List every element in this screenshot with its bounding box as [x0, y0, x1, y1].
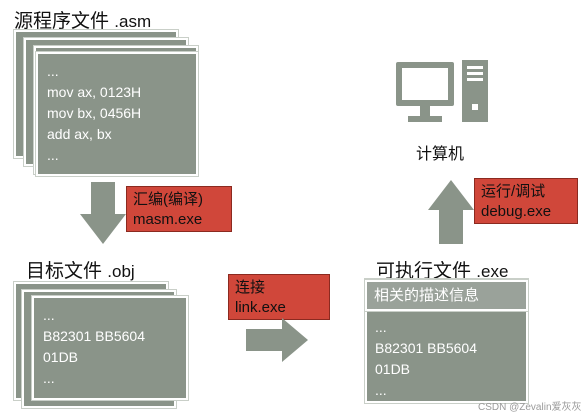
link-step-label: 连接 link.exe	[228, 274, 330, 320]
source-code-line: add ax, bx	[47, 126, 112, 142]
link-tool-name: link.exe	[235, 299, 286, 316]
source-code-line: ...	[47, 147, 59, 163]
run-step-label: 运行/调试 debug.exe	[474, 178, 578, 224]
object-code-line: ...	[43, 370, 55, 386]
source-code-line: mov bx, 0456H	[47, 105, 142, 121]
source-file-ext: .asm	[114, 12, 152, 31]
link-arrow-icon	[246, 318, 308, 362]
assemble-arrow-icon	[80, 182, 126, 244]
source-file-title-text: 源程序文件	[14, 11, 110, 32]
object-file-title: 目标文件 .obj	[26, 256, 135, 283]
source-code-line: mov ax, 0123H	[47, 84, 142, 100]
source-code-line: ...	[47, 63, 59, 79]
run-step-name: 运行/调试	[481, 183, 546, 200]
assemble-tool-name: masm.exe	[133, 211, 203, 228]
source-file-title: 源程序文件 .asm	[14, 6, 151, 33]
assemble-step-name: 汇编(编译)	[133, 191, 203, 208]
executable-file-title: 可执行文件 .exe	[376, 256, 508, 283]
executable-code-line: ...	[375, 319, 387, 335]
object-file-ext: .obj	[107, 262, 135, 281]
source-code-sheet: ... mov ax, 0123H mov bx, 0456H add ax, …	[36, 52, 198, 176]
executable-code-line: 01DB	[375, 361, 411, 377]
object-code-line: B82301 BB5604	[43, 328, 145, 344]
object-code-line: ...	[43, 307, 55, 323]
computer-icon	[396, 60, 488, 122]
executable-file-title-text: 可执行文件	[376, 261, 472, 282]
computer-label: 计算机	[416, 146, 465, 163]
executable-code-line: ...	[375, 382, 387, 398]
run-arrow-icon	[428, 180, 474, 244]
executable-file-ext: .exe	[476, 262, 509, 281]
assemble-step-label: 汇编(编译) masm.exe	[126, 186, 232, 232]
executable-code-line: B82301 BB5604	[375, 340, 477, 356]
object-code-sheet: ... B82301 BB5604 01DB ...	[32, 296, 188, 400]
object-file-title-text: 目标文件	[26, 261, 103, 282]
link-step-name: 连接	[235, 279, 266, 296]
executable-header: 相关的描述信息	[365, 280, 528, 311]
object-code-line: 01DB	[43, 349, 79, 365]
watermark: CSDN @Zevalin爱灰灰	[478, 402, 582, 413]
run-tool-name: debug.exe	[481, 203, 552, 220]
